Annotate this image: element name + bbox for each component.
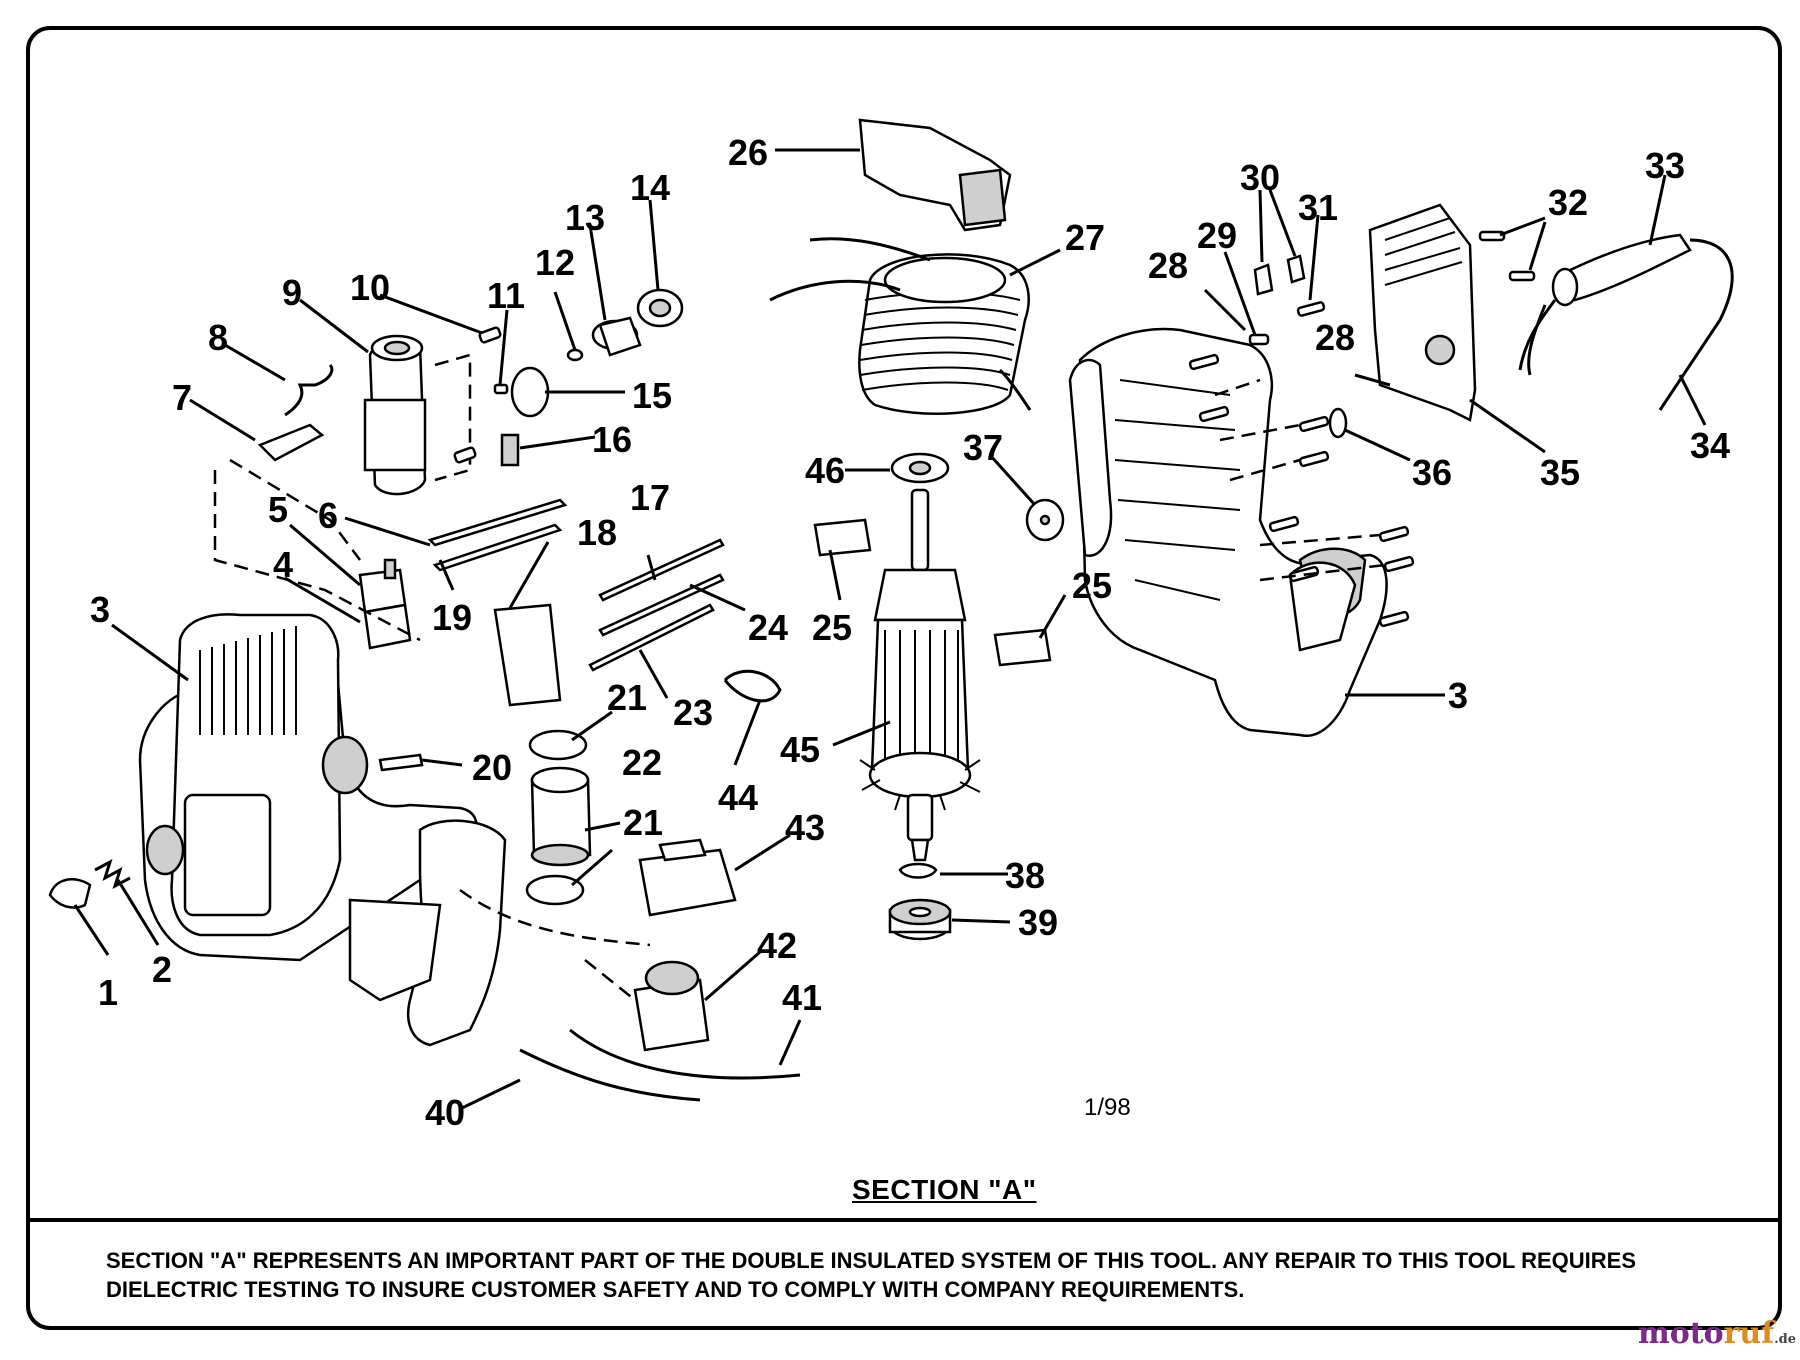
callout-17: 17	[630, 477, 670, 518]
callout-12: 12	[535, 242, 575, 283]
callout-16: 16	[592, 419, 632, 460]
screw-20	[378, 753, 424, 772]
carbon-brush-right	[993, 628, 1052, 667]
capacitor-18	[493, 603, 562, 707]
callout-27: 27	[1065, 217, 1105, 258]
brush-cap-30a	[1253, 263, 1274, 296]
armature	[859, 452, 981, 941]
watermark-part2: ruf	[1723, 1316, 1775, 1351]
callout-29: 29	[1197, 215, 1237, 256]
callout-46: 46	[805, 450, 845, 491]
callout-43: 43	[785, 807, 825, 848]
o-ring-21b	[525, 874, 585, 906]
callout-1: 1	[98, 972, 118, 1013]
callout-labels: 1 2 3 3 4 5 6 7 8 9 10 11 12 13 14 15 16…	[90, 132, 1730, 1133]
screw-29	[1248, 333, 1270, 346]
left-housing	[138, 613, 507, 1047]
callout-24: 24	[748, 607, 788, 648]
callout-11: 11	[487, 275, 525, 316]
callout-44: 44	[718, 777, 758, 818]
callout-28-lower: 28	[1315, 317, 1355, 358]
gear-housing-assembly	[363, 288, 684, 496]
housing-cooling-fins	[199, 626, 297, 735]
housing-ribs	[1114, 379, 1241, 601]
screw-32a	[1478, 230, 1506, 242]
cord-wire-34	[1658, 238, 1734, 411]
callout-20: 20	[472, 747, 512, 788]
knob-1	[48, 878, 92, 909]
callout-28-upper: 28	[1148, 245, 1188, 286]
callout-45: 45	[780, 729, 820, 770]
callout-21-lower: 21	[623, 802, 663, 843]
callout-3-right: 3	[1448, 675, 1468, 716]
cord-guard-40	[519, 1048, 701, 1102]
switch-cover	[363, 603, 412, 650]
callout-37: 37	[963, 427, 1003, 468]
callout-30: 30	[1240, 157, 1280, 198]
callout-23: 23	[673, 692, 713, 733]
brush-spring-44	[723, 669, 782, 703]
wire-leads	[588, 538, 725, 672]
callout-14: 14	[630, 167, 670, 208]
leader-lines	[73, 148, 1707, 1110]
callout-3-left: 3	[90, 589, 110, 630]
field-coil-stator	[769, 237, 1032, 415]
callout-40: 40	[425, 1092, 465, 1133]
screw-31	[1296, 301, 1326, 317]
callout-41: 41	[782, 977, 822, 1018]
lever-part	[257, 423, 325, 462]
callout-26: 26	[728, 132, 768, 173]
rod-6	[427, 498, 568, 547]
switch-43	[638, 848, 737, 917]
callout-8: 8	[208, 317, 228, 358]
callout-39: 39	[1018, 902, 1058, 943]
callout-18: 18	[577, 512, 617, 553]
page-frame	[26, 26, 1782, 1330]
brush-cap-30b	[1286, 254, 1306, 284]
callout-33: 33	[1645, 145, 1685, 186]
callout-13: 13	[565, 197, 605, 238]
diagram-date-code: 1/98	[1084, 1094, 1131, 1121]
callout-10: 10	[350, 267, 390, 308]
callout-2: 2	[152, 949, 172, 990]
callout-36: 36	[1412, 452, 1452, 493]
callout-32: 32	[1548, 182, 1588, 223]
cord-33	[1558, 233, 1692, 302]
watermark-tld: .de	[1774, 1332, 1797, 1347]
callout-38: 38	[1005, 855, 1045, 896]
brush-holder-36	[1328, 407, 1348, 439]
watermark: motoruf.de	[1638, 1316, 1796, 1351]
callout-25-left: 25	[812, 607, 852, 648]
callout-42: 42	[757, 925, 797, 966]
cord-guard-41	[569, 1028, 801, 1080]
section-footnote: SECTION "A" REPRESENTS AN IMPORTANT PART…	[106, 1248, 1636, 1302]
screw-32b	[1508, 270, 1536, 282]
end-cover-35	[1368, 203, 1477, 422]
section-title: SECTION "A"	[852, 1174, 1037, 1205]
callout-5: 5	[268, 489, 288, 530]
callout-21-upper: 21	[607, 677, 647, 718]
callout-22: 22	[622, 742, 662, 783]
callout-15: 15	[632, 375, 672, 416]
o-ring-21a	[528, 729, 588, 761]
callout-9: 9	[282, 272, 302, 313]
callout-31: 31	[1298, 187, 1338, 228]
screw-leader-dashes	[1214, 378, 1386, 582]
watermark-part1: moto	[1638, 1316, 1724, 1351]
callout-4: 4	[273, 544, 293, 585]
callout-7: 7	[172, 377, 192, 418]
spring-2	[94, 858, 131, 890]
housing-screws	[1188, 353, 1415, 628]
callout-6: 6	[318, 495, 338, 536]
spring-clip	[284, 363, 334, 417]
callout-25-right: 25	[1072, 565, 1112, 606]
right-housing	[1068, 327, 1388, 738]
callout-34: 34	[1690, 425, 1730, 466]
callout-35: 35	[1540, 452, 1580, 493]
callout-19: 19	[432, 597, 472, 638]
carbon-brush-left	[813, 518, 872, 557]
